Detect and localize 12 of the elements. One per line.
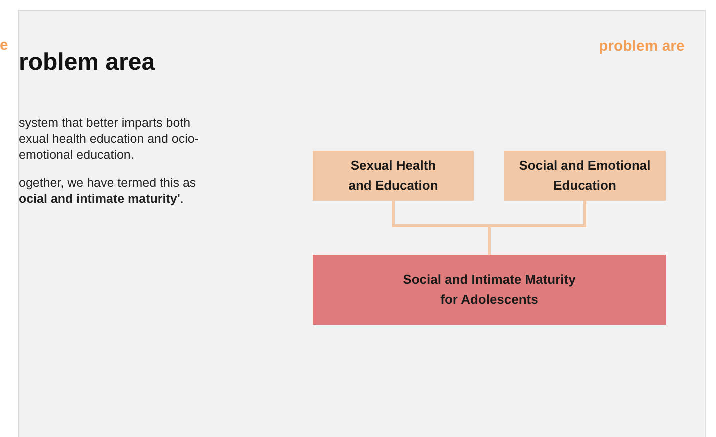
box-label: Social and Intimate Maturity for Adolescents bbox=[402, 271, 577, 309]
box-label: Social and Emotional Education bbox=[518, 157, 652, 195]
section-tag: problem are bbox=[599, 38, 685, 55]
body-paragraph: system that better imparts both exual health education and ocio-emotional education. bbox=[19, 115, 200, 163]
box-label: Sexual Health and Education bbox=[348, 157, 440, 195]
body-paragraph: ogether, we have termed this as ocial and intimate maturity'. bbox=[19, 175, 198, 207]
process-box bbox=[504, 151, 666, 201]
section-tag: e bbox=[0, 37, 8, 54]
connector-line bbox=[488, 201, 586, 255]
process-box bbox=[313, 255, 666, 325]
slide-title: roblem area bbox=[19, 49, 156, 77]
process-box bbox=[313, 151, 474, 201]
